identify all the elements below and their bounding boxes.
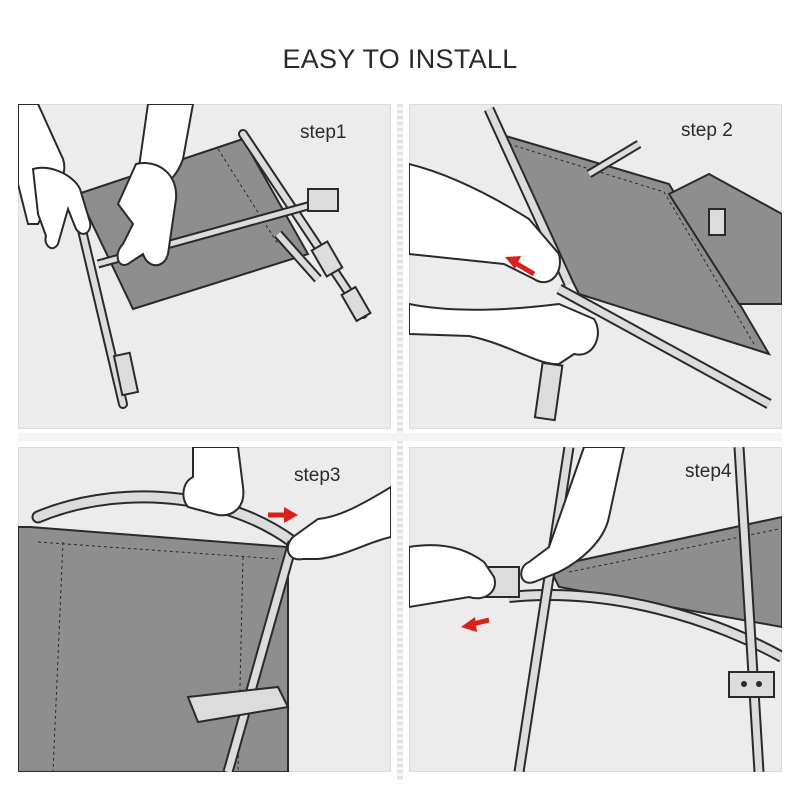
top-hand: [182, 447, 245, 517]
seat-fabric: [547, 515, 782, 629]
vertical-divider: [397, 104, 403, 780]
red-arrow-left: [461, 617, 490, 632]
left-hand: [409, 544, 496, 609]
red-arrow-left: [505, 256, 536, 277]
step4-panel: step4: [409, 447, 782, 772]
back-fabric: [18, 526, 289, 772]
right-hand: [116, 162, 178, 267]
upper-hand: [520, 447, 626, 584]
seat-fabric: [76, 137, 310, 311]
step3-panel: step3: [18, 447, 391, 772]
upper-arm: [409, 162, 561, 284]
red-arrow-right: [268, 507, 298, 523]
left-hand: [31, 166, 92, 250]
lower-arm: [409, 302, 599, 366]
step2-illustration: [409, 106, 782, 422]
right-hand: [286, 485, 391, 561]
step2-label: step 2: [681, 120, 733, 141]
page-title: EASY TO INSTALL: [282, 44, 518, 74]
step2-panel: step 2: [409, 104, 782, 429]
step3-label: step3: [294, 465, 341, 486]
step3-illustration: [18, 447, 391, 772]
step4-label: step4: [685, 461, 732, 482]
step4-illustration: [409, 447, 782, 772]
step1-label: step1: [300, 122, 347, 143]
step1-panel: step1: [18, 104, 391, 429]
horizontal-divider: [18, 433, 782, 441]
step1-illustration: [18, 104, 372, 409]
